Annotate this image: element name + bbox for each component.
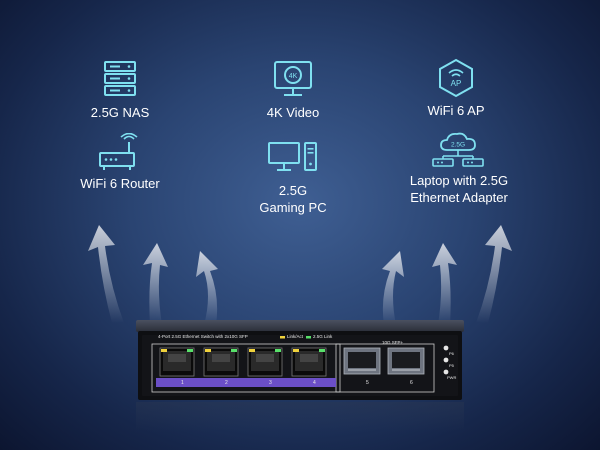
feature-label: 2.5G NAS	[90, 105, 150, 120]
led-label-pwr: PWR	[447, 375, 457, 380]
monitor-4k-icon: 4K	[274, 61, 312, 96]
network-switch-device	[136, 320, 464, 400]
feature-label-line2: Ethernet Adapter	[410, 190, 508, 205]
wifi-router-icon	[99, 133, 138, 170]
feature-laptop-adapter: 2.5G Laptop with 2.5G Ethernet Adapter	[394, 130, 524, 206]
ap-badge: AP	[451, 79, 462, 88]
switch-title: 4-Port 2.5G Ethernet Switch with 2x10G S…	[158, 334, 248, 339]
switch-legend-link-act: Link/Act	[287, 334, 304, 339]
feature-4k-video: 4K 4K Video	[233, 60, 353, 121]
led-label-p6: P6	[449, 351, 454, 356]
feature-gaming-pc: 2.5G Gaming PC	[233, 140, 353, 216]
feature-label: WiFi 6 Router	[80, 176, 160, 191]
sfp-port-number: 5	[366, 380, 369, 386]
feature-label-line1: 2.5G	[278, 183, 308, 198]
desktop-pc-icon	[268, 142, 317, 171]
port-number: 4	[313, 380, 316, 386]
arrow-up-icon	[143, 243, 168, 325]
status-leds	[443, 345, 449, 375]
feature-label: WiFi 6 AP	[427, 103, 485, 118]
feature-label: 4K Video	[266, 105, 320, 120]
port-number: 3	[269, 380, 272, 386]
arrow-up-icon	[196, 251, 218, 325]
feature-label-line2: Gaming PC	[259, 200, 327, 215]
cloud-network-icon: 2.5G	[432, 132, 484, 167]
port-number: 2	[225, 380, 228, 386]
switch-legend-25g-link: 2.5G Link	[313, 334, 333, 339]
port-number: 1	[181, 380, 184, 386]
feature-nas: 2.5G NAS	[60, 60, 180, 121]
arrow-up-icon	[476, 225, 512, 323]
nas-server-icon	[104, 61, 136, 96]
arrow-up-icon	[88, 225, 124, 323]
sfp-port-number: 6	[410, 380, 413, 386]
led-label-p5: P5	[449, 363, 454, 368]
monitor-4k-badge: 4K	[289, 73, 298, 80]
feature-label-line1: Laptop with 2.5G	[409, 173, 509, 188]
access-point-icon: AP	[439, 58, 473, 98]
sfp-label: 10G SFP+	[382, 340, 404, 345]
cloud-badge: 2.5G	[451, 142, 465, 149]
arrow-up-icon	[432, 243, 457, 325]
rj45-ports	[159, 347, 327, 377]
feature-wifi-ap: AP WiFi 6 AP	[396, 58, 516, 119]
upward-arrows-graphic	[88, 225, 512, 325]
feature-wifi-router: WiFi 6 Router	[60, 133, 180, 192]
sfp-ports	[343, 347, 425, 375]
arrow-up-icon	[382, 251, 404, 325]
switch-reflection	[136, 402, 464, 432]
